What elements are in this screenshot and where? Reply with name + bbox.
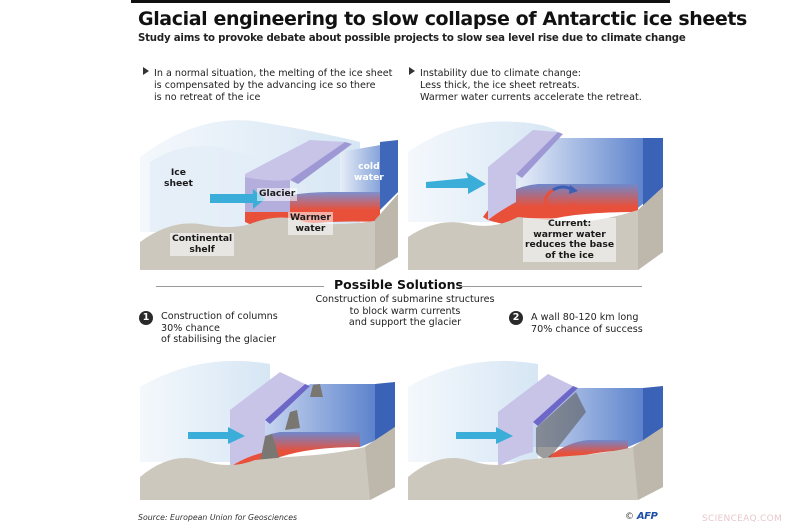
solution-line: 70% chance of success: [531, 323, 643, 335]
caption-instability: Instability due to climate change: Less …: [409, 67, 642, 104]
diagram-columns: [140, 352, 400, 500]
agency-credit: © AFP: [625, 511, 658, 522]
solution-number-2-icon: 2: [509, 311, 523, 325]
label-line: cold: [358, 161, 380, 172]
caption-line: Instability due to climate change:: [420, 68, 582, 79]
caption-line: In a normal situation, the melting of th…: [154, 68, 393, 79]
top-rule: [131, 0, 670, 3]
solution-line: 30% chance: [161, 322, 220, 334]
page-subtitle: Study aims to provoke debate about possi…: [138, 33, 686, 44]
intro-line: and support the glacier: [348, 317, 462, 328]
label-line: Warmer: [290, 212, 331, 223]
solutions-intro: Construction of submarine structures to …: [305, 294, 505, 329]
solution-line: A wall 80-120 km long: [531, 312, 639, 323]
caption-line: is compensated by the advancing ice so t…: [154, 80, 376, 91]
label-line: warmer water: [533, 228, 606, 240]
label-line: water: [295, 222, 326, 234]
label-line: sheet: [164, 177, 193, 189]
label-line: water: [354, 171, 384, 183]
label-line: shelf: [189, 243, 215, 255]
label-line: reduces the base: [525, 239, 615, 250]
solution-line: of stabilising the glacier: [161, 334, 277, 345]
caption-normal: In a normal situation, the melting of th…: [143, 67, 392, 104]
label-line: Ice: [170, 167, 186, 178]
divider-right: [459, 286, 642, 287]
solution-number-1-icon: 1: [139, 311, 153, 325]
caption-line: is no retreat of the ice: [154, 92, 261, 103]
solutions-heading: Possible Solutions: [334, 277, 463, 292]
label-glacier: Glacier: [257, 188, 298, 201]
afp-logo: AFP: [636, 511, 658, 522]
intro-line: Construction of submarine structures: [315, 294, 495, 305]
caption-line: Warmer water currents accelerate the ret…: [420, 92, 642, 103]
diagram-wall: [408, 352, 668, 500]
solution-line: Construction of columns: [161, 311, 278, 322]
copyright-icon: ©: [625, 512, 634, 522]
solution-2-text: A wall 80-120 km long 70% chance of succ…: [531, 312, 643, 335]
intro-line: to block warm currents: [349, 305, 461, 317]
label-line: Current:: [547, 218, 592, 229]
triangle-bullet-icon: [409, 67, 415, 75]
label-line: Continental: [172, 233, 233, 244]
triangle-bullet-icon: [143, 67, 149, 75]
label-line: of the ice: [545, 249, 594, 261]
source-credit: Source: European Union for Geosciences: [138, 513, 298, 522]
solution-1-text: Construction of columns 30% chance of st…: [161, 311, 278, 346]
page-title: Glacial engineering to slow collapse of …: [138, 8, 747, 30]
watermark: SCIENCEAQ.COM: [702, 514, 783, 524]
divider-left: [156, 286, 324, 287]
caption-line: Less thick, the ice sheet retreats.: [420, 80, 580, 91]
